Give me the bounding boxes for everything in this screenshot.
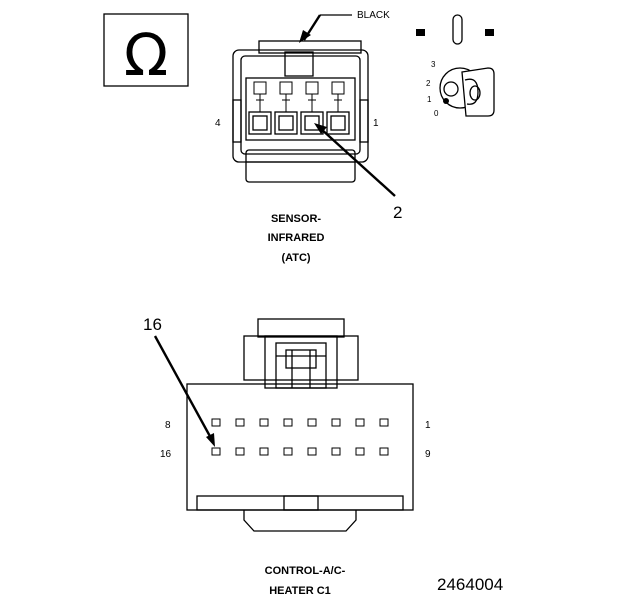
control-cavity-8: 8 [165,420,171,431]
ignition-position-2: 2 [426,79,431,88]
control-cavities-bottom-row [211,447,389,456]
sensor-color-label: BLACK [357,10,390,21]
control-caption-line-2: HEATER C1 [269,585,331,597]
switch-icon [416,14,494,45]
control-connector: 8 1 16 9 16 CONTROL-A/C- HEATER C1 [143,315,431,597]
sensor-cavity-1: 1 [373,118,379,129]
control-cavity-9: 9 [425,449,431,460]
control-cavity-16: 16 [160,449,172,460]
ohmmeter-legend: Ω [103,13,189,89]
control-cavities-top-row [211,418,389,427]
sensor-caption-line-2: INFRARED [268,232,325,244]
sensor-cavities [248,81,350,135]
figure-number: 2464004 [437,575,503,594]
sensor-callout-2: 2 [393,203,402,222]
ignition-position-1: 1 [427,95,432,104]
ignition-key-icon: 3 2 1 0 [426,60,495,118]
sensor-caption-line-3: (ATC) [281,252,310,264]
control-cavity-1: 1 [425,420,431,431]
ohm-icon: Ω [124,21,168,89]
ignition-position-3: 3 [431,60,436,69]
sensor-cavity-4: 4 [215,118,221,129]
sensor-caption-line-1: SENSOR- [271,213,321,225]
control-caption-line-1: CONTROL-A/C- [265,565,346,577]
sensor-connector: BLACK 4 1 2 SENSOR- INFRARED (ATC) [215,10,402,264]
control-callout-16: 16 [143,315,162,334]
ignition-position-0: 0 [434,109,439,118]
ohm-box [103,13,189,87]
